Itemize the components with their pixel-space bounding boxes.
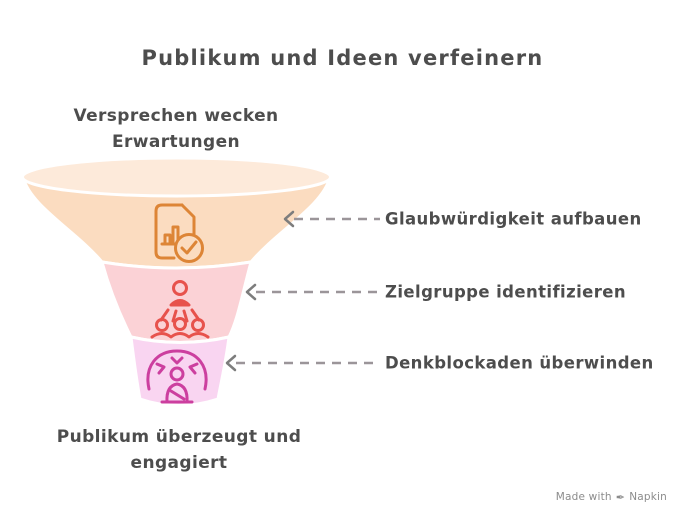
pen-icon: ✒ (615, 490, 626, 504)
stage-label-denkblockaden: Denkblockaden überwinden (385, 353, 654, 373)
stage-3-arrow-icon (225, 354, 237, 372)
person-mind-icon (146, 349, 208, 404)
page-title: Publikum und Ideen verfeinern (141, 46, 544, 70)
stage-2-connector (245, 283, 380, 301)
stage-label-glaubwuerdigkeit: Glaubwürdigkeit aufbauen (385, 209, 642, 229)
stage-2-arrow-icon (245, 283, 257, 301)
document-check-icon (154, 203, 204, 263)
watermark-brand: Napkin (629, 491, 667, 503)
funnel-input-label: Versprechen wecken Erwartungen (73, 106, 279, 153)
stage-1-arrow-icon (283, 210, 295, 228)
presenter-audience-icon (150, 280, 210, 339)
made-with-napkin-watermark: Made with ✒ Napkin (556, 491, 667, 503)
funnel-output-label: Publikum überzeugt und engagiert (56, 427, 302, 474)
funnel-mouth-ellipse (21, 156, 332, 198)
stage-1-connector (283, 210, 380, 228)
watermark-text: Made with (555, 491, 612, 503)
stage-3-connector (225, 354, 380, 372)
stage-label-zielgruppe: Zielgruppe identifizieren (385, 282, 627, 302)
